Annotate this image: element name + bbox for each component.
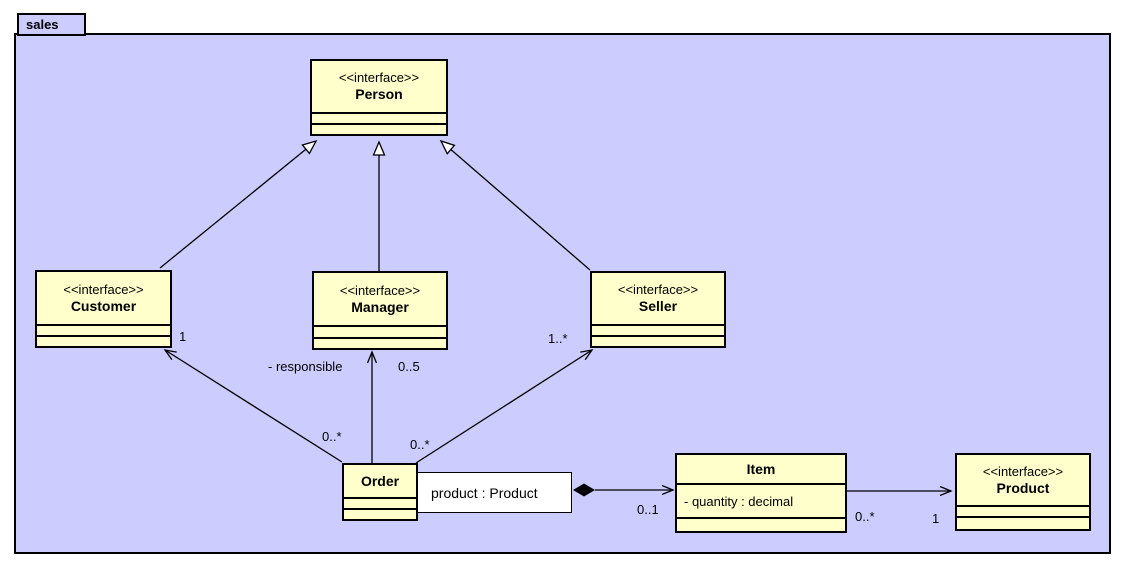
multiplicity-seller-end: 1..* [548,331,568,346]
role-label-responsible: - responsible [268,359,343,374]
person-stereotype: <<interface>> [338,70,420,85]
person-name: Person [355,86,403,102]
class-order[interactable]: Order [342,463,418,521]
package-body-sales[interactable] [14,33,1111,554]
class-customer[interactable]: <<interface>> Customer [35,270,172,348]
order-operations-compartment [344,508,416,519]
class-product[interactable]: <<interface>> Product [955,453,1091,531]
item-name-compartment: Item [677,455,845,483]
multiplicity-item-right: 0..* [855,509,875,524]
seller-stereotype: <<interface>> [617,282,699,297]
seller-name-compartment: <<interface>> Seller [592,273,724,324]
order-name-compartment: Order [344,465,416,497]
edge-generalization-seller-person[interactable] [439,139,591,271]
class-item[interactable]: Item - quantity : decimal [675,453,847,533]
person-operations-compartment [312,123,446,134]
composition-diamond [573,483,595,497]
product-name: Product [996,479,1050,496]
manager-attributes-compartment [314,325,446,337]
order-attributes-compartment [344,497,416,508]
person-attributes-compartment [312,112,446,123]
association-label-text: product : Product [431,484,538,501]
multiplicity-customer-end: 1 [179,329,187,344]
order-name: Order [360,472,400,489]
product-operations-compartment [957,516,1089,529]
edge-association-order-customer[interactable] [163,349,343,463]
edge-generalization-customer-person[interactable] [159,139,318,269]
product-attributes-compartment [957,505,1089,516]
multiplicity-item-left: 0..1 [637,502,659,517]
class-person[interactable]: <<interface>> Person [310,59,448,136]
manager-name-compartment: <<interface>> Manager [314,273,446,325]
item-attributes-compartment: - quantity : decimal [677,483,845,517]
edge-association-order-seller[interactable] [415,349,594,464]
product-stereotype: <<interface>> [982,463,1064,479]
manager-stereotype: <<interface>> [339,282,421,298]
item-operations-compartment [677,517,845,531]
class-seller[interactable]: <<interface>> Seller [590,271,726,348]
package-tab-sales[interactable]: sales [17,13,86,36]
multiplicity-manager-end: 0..5 [398,359,420,374]
customer-stereotype: <<interface>> [63,281,144,297]
item-attribute-quantity: - quantity : decimal [684,493,794,509]
manager-operations-compartment [314,337,446,348]
product-name-compartment: <<interface>> Product [957,455,1089,505]
customer-operations-compartment [37,335,170,346]
seller-operations-compartment [592,335,724,346]
package-name: sales [26,17,59,32]
association-label-box[interactable]: product : Product [417,472,572,513]
multiplicity-order-seller: 0..* [410,437,430,452]
person-name-compartment: <<interface>> Person [312,61,446,112]
manager-name: Manager [351,298,409,315]
class-manager[interactable]: <<interface>> Manager [312,271,448,350]
customer-attributes-compartment [37,324,170,335]
multiplicity-product-end: 1 [932,511,940,526]
customer-name-compartment: <<interface>> Customer [37,272,170,324]
seller-name: Seller [638,298,678,314]
customer-name: Customer [70,297,137,314]
seller-attributes-compartment [592,324,724,335]
multiplicity-order-customer: 0..* [322,429,342,444]
item-name: Item [746,460,776,477]
